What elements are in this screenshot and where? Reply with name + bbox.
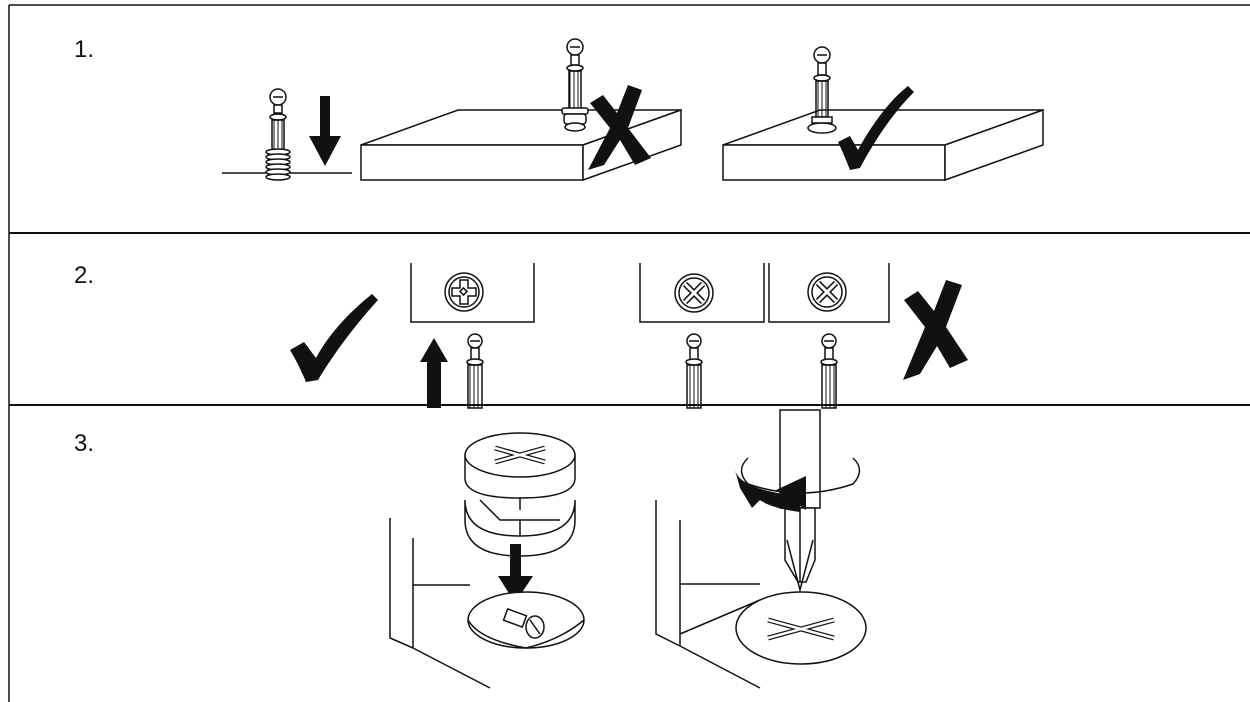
cross-mark-icon [903, 280, 968, 380]
step-2-panel [290, 263, 968, 409]
cam-hole-view-c [768, 263, 890, 323]
dowel-with-sleeve [265, 88, 291, 181]
dowel-a [466, 333, 484, 409]
dowel-above-board [561, 38, 589, 132]
cross-mark-icon [588, 85, 651, 170]
cam-hole-view-b [639, 263, 765, 323]
cabinet-corner-left [389, 518, 491, 689]
cam-hole-with-dowel [467, 591, 585, 649]
arrow-icon [498, 544, 533, 603]
cabinet-corner-right [655, 500, 761, 689]
cam-lock [464, 432, 576, 557]
step-1-number: 1. [74, 36, 95, 63]
step-3-panel [389, 409, 867, 689]
dowel-b [685, 333, 703, 409]
step-1-panel [222, 38, 1044, 182]
step-3-number: 3. [74, 430, 95, 457]
threaded-sleeve [265, 148, 291, 181]
check-mark-icon [838, 86, 914, 170]
dowel-c [820, 333, 838, 409]
check-mark-icon [290, 294, 378, 382]
cam-hole-with-cam [735, 591, 867, 665]
board-incorrect [360, 108, 682, 182]
panel-frame [8, 4, 1250, 702]
dowel-seated-in-board [807, 46, 837, 134]
arrow-icon [420, 338, 448, 408]
step-2-number: 2. [74, 262, 95, 289]
rotation-arrow-icon [735, 457, 861, 512]
arrow-icon [309, 96, 341, 166]
cam-hole-view-a [410, 263, 535, 323]
